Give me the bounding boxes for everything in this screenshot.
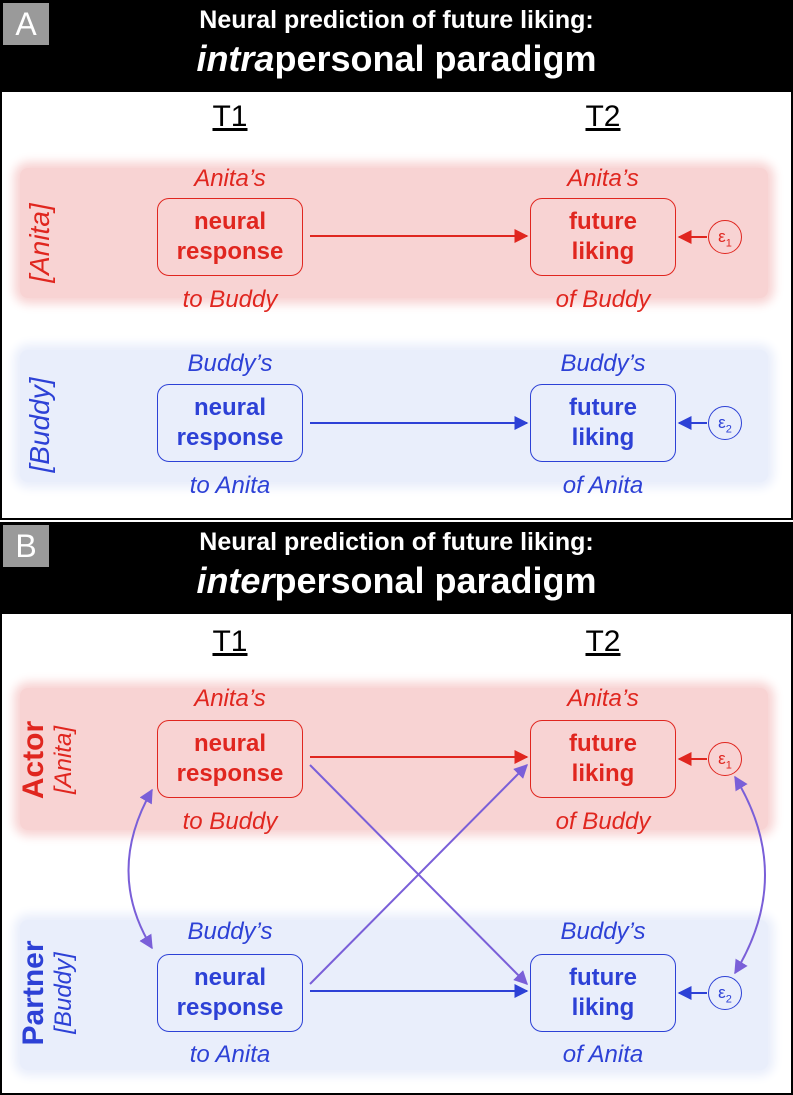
panel-a-error-1: ε1 <box>708 220 742 254</box>
partner-sub-label: [Buddy] <box>50 952 77 1034</box>
node-line2: response <box>176 424 284 451</box>
node-line2: liking <box>571 424 635 451</box>
partner-label: Partner <box>17 940 50 1046</box>
panel-b-partner-side-label: Partner [Buddy] <box>17 940 78 1046</box>
panel-a-t2-label: T2 <box>585 100 621 133</box>
node-line1: neural <box>193 730 267 757</box>
panel-b-anita-neural-caption-bottom: to Buddy <box>182 808 278 835</box>
panel-a-error-2: ε2 <box>708 406 742 440</box>
panel-b-anita-future-liking-node: future liking <box>530 720 676 798</box>
node-line1: neural <box>193 964 267 991</box>
panel-b-error-1: ε1 <box>708 742 742 776</box>
panel-b-t1-label: T1 <box>212 625 248 658</box>
panel-b-title-emphasis: inter <box>196 560 275 601</box>
node-line1: neural <box>193 394 267 421</box>
node-line1: future <box>569 394 637 421</box>
panel-a-anita-neural-response-node: neural response <box>157 198 303 276</box>
panel-b-actor-side-label: Actor [Anita] <box>17 720 78 800</box>
panel-b-anita-neural-response-node: neural response <box>157 720 303 798</box>
panel-a-t1-label: T1 <box>212 100 248 133</box>
panel-a-anita-liking-caption-bottom: of Buddy <box>555 286 651 313</box>
panel-b-anita-neural-caption-top: Anita’s <box>194 685 266 712</box>
node-line2: liking <box>571 238 635 265</box>
node-line1: future <box>569 208 637 235</box>
panel-b-buddy-neural-caption-top: Buddy’s <box>187 918 273 945</box>
panel-a-header: A Neural prediction of future liking: in… <box>0 0 793 92</box>
panel-a-anita-side-label: [Anita] <box>24 203 55 283</box>
panel-a-buddy-future-liking-node: future liking <box>530 384 676 462</box>
node-line2: response <box>176 994 284 1021</box>
node-line2: liking <box>571 760 635 787</box>
panel-a-anita-liking-caption-top: Anita’s <box>567 165 639 192</box>
panel-a-buddy-band <box>20 350 768 482</box>
panel-a-buddy-liking-caption-top: Buddy’s <box>560 350 646 377</box>
panel-b-buddy-liking-caption-bottom: of Anita <box>562 1041 644 1068</box>
panel-b-buddy-neural-caption-bottom: to Anita <box>189 1041 271 1068</box>
panel-a-letter: A <box>3 3 49 45</box>
node-line2: response <box>176 238 284 265</box>
panel-b-title-line2: interpersonal paradigm <box>0 560 793 602</box>
panel-b-buddy-neural-response-node: neural response <box>157 954 303 1032</box>
panel-a-title-emphasis: intra <box>196 38 275 79</box>
panel-a-title-rest: personal paradigm <box>274 38 597 79</box>
panel-b-buddy-liking-caption-top: Buddy’s <box>560 918 646 945</box>
node-line2: liking <box>571 994 635 1021</box>
panel-a-anita-band <box>20 168 768 298</box>
panel-b-anita-liking-caption-bottom: of Buddy <box>555 808 651 835</box>
panel-a-anita-neural-caption-bottom: to Buddy <box>182 286 278 313</box>
panel-a-anita-future-liking-node: future liking <box>530 198 676 276</box>
panel-b-t2-label: T2 <box>585 625 621 658</box>
actor-sub-label: [Anita] <box>50 725 77 795</box>
panel-a-buddy-side-label: [Buddy] <box>24 377 55 473</box>
panel-b-title-line1: Neural prediction of future liking: <box>199 528 594 556</box>
panel-a-anita-neural-caption-top: Anita’s <box>194 165 266 192</box>
node-line1: future <box>569 730 637 757</box>
panel-b-buddy-future-liking-node: future liking <box>530 954 676 1032</box>
panel-b-anita-liking-caption-top: Anita’s <box>567 685 639 712</box>
panel-a-title-line1: Neural prediction of future liking: <box>199 6 594 34</box>
panel-a-title-line2: intrapersonal paradigm <box>0 38 793 80</box>
panel-a-buddy-liking-caption-bottom: of Anita <box>562 472 644 499</box>
panel-b-error-2: ε2 <box>708 976 742 1010</box>
actor-label: Actor <box>17 720 50 800</box>
panel-b-header: B Neural prediction of future liking: in… <box>0 522 793 614</box>
panel-a-buddy-neural-caption-bottom: to Anita <box>189 472 271 499</box>
panel-b-title-rest: personal paradigm <box>274 560 597 601</box>
node-line2: response <box>176 760 284 787</box>
panel-b-letter: B <box>3 525 49 567</box>
node-line1: future <box>569 964 637 991</box>
panel-a-buddy-neural-caption-top: Buddy’s <box>187 350 273 377</box>
node-line1: neural <box>193 208 267 235</box>
panel-a-buddy-neural-response-node: neural response <box>157 384 303 462</box>
